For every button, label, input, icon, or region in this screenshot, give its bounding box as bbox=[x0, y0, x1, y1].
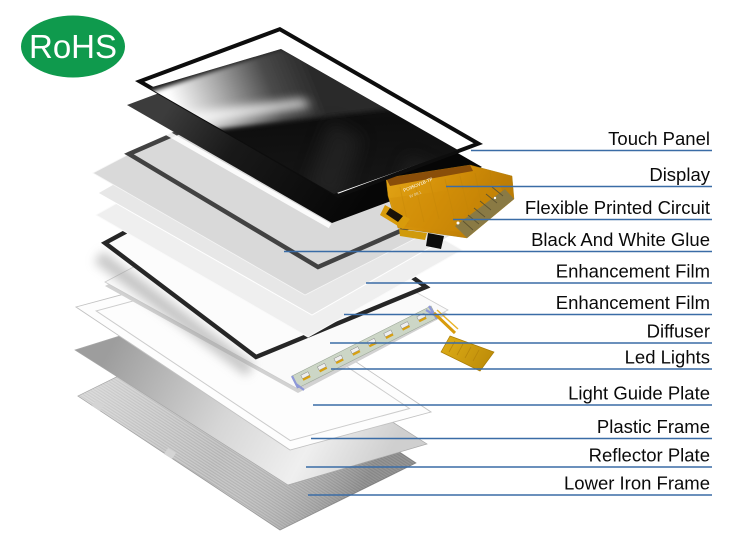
svg-text:Led Lights: Led Lights bbox=[625, 347, 710, 368]
svg-text:Black And White Glue: Black And White Glue bbox=[531, 229, 710, 250]
svg-text:Plastic Frame: Plastic Frame bbox=[597, 416, 710, 437]
svg-text:Enhancement Film: Enhancement Film bbox=[556, 261, 710, 282]
svg-text:Display: Display bbox=[649, 164, 710, 185]
svg-text:Light Guide Plate: Light Guide Plate bbox=[568, 383, 710, 404]
svg-text:Enhancement Film: Enhancement Film bbox=[556, 292, 710, 313]
svg-text:Diffuser: Diffuser bbox=[647, 321, 710, 342]
svg-text:W 08.1: W 08.1 bbox=[409, 189, 423, 199]
svg-text:Flexible Printed Circuit: Flexible Printed Circuit bbox=[525, 197, 710, 218]
svg-text:RoHS: RoHS bbox=[29, 28, 117, 65]
svg-text:Lower Iron Frame: Lower Iron Frame bbox=[564, 473, 710, 494]
svg-text:Touch Panel: Touch Panel bbox=[608, 128, 710, 149]
svg-text:Reflector Plate: Reflector Plate bbox=[589, 445, 710, 466]
